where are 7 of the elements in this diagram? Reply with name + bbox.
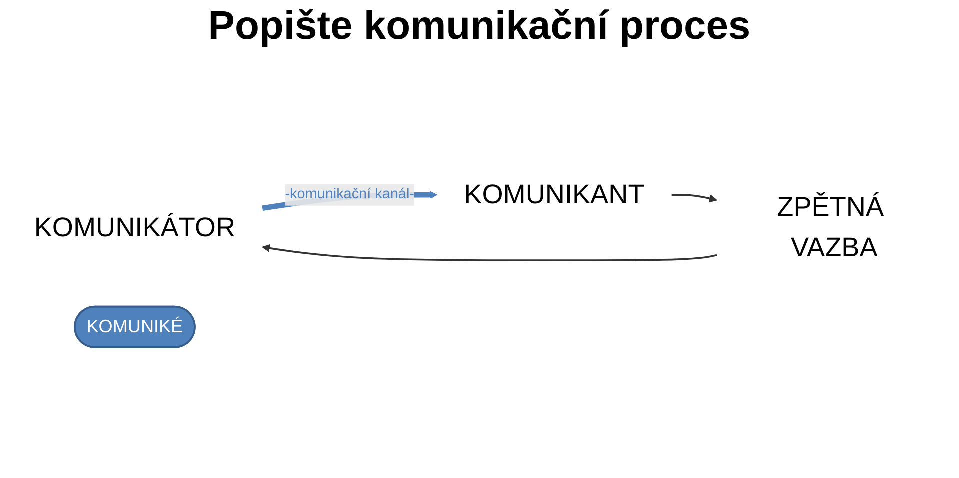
title: Popište komunikační proces (207, 4, 752, 49)
arrow (672, 194, 718, 202)
arrow (262, 244, 718, 262)
edge-label: -komunikační kanál- (285, 186, 414, 202)
node-text: KOMUNIKÁTOR (34, 212, 236, 242)
node-text: ZPĚTNÁ VAZBA (777, 192, 884, 263)
node-text: KOMUNIKANT (464, 180, 645, 210)
